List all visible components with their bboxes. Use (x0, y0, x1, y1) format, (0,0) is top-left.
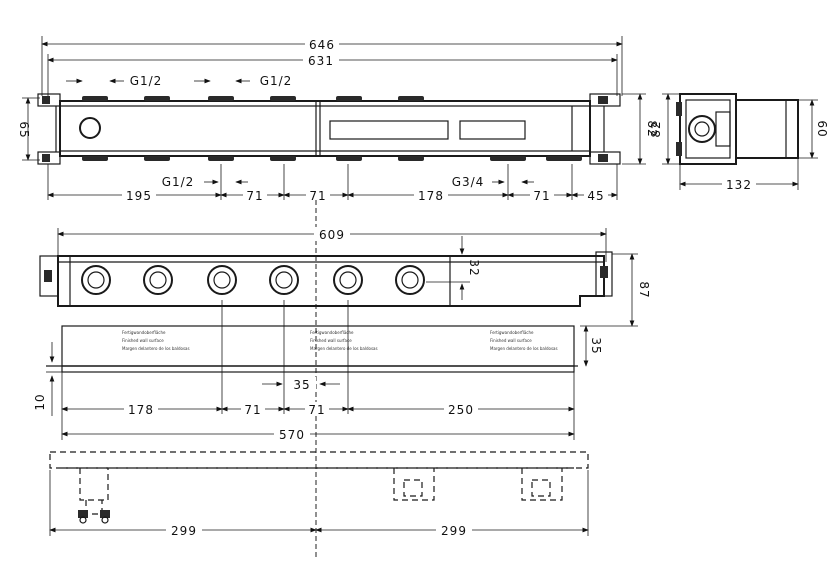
strip-label-3: Margen delantero de los baldosas (122, 346, 190, 351)
dim-32: 32 (467, 259, 481, 276)
strip-label-5: Finished wall surface (310, 338, 352, 343)
strip-label-6: Margen delantero de los baldosas (310, 346, 378, 351)
thread-label-2: G1/2 (260, 74, 293, 88)
dim-82-top: 82 (645, 120, 659, 137)
top-view: 646 631 G1/2 G1/2 65 (17, 36, 659, 203)
dim-71-a: 71 (246, 189, 263, 203)
dim-195: 195 (126, 189, 152, 203)
strip-label-4: Fertigwandoberfläche (310, 330, 354, 335)
dim-35-horizontal: 35 (293, 378, 310, 392)
strip-label-8: Finished wall surface (490, 338, 532, 343)
strip-label-7: Fertigwandoberfläche (490, 330, 534, 335)
side-view: 82 60 132 (649, 93, 829, 192)
dim-609: 609 (319, 228, 345, 242)
dim-178-low: 178 (128, 403, 154, 417)
dim-45: 45 (587, 189, 604, 203)
dim-82-side: 82 (649, 120, 663, 137)
dim-250: 250 (448, 403, 474, 417)
dim-71-low-b: 71 (308, 403, 325, 417)
dim-631: 631 (308, 54, 334, 68)
strip-label-1: Fertigwandoberfläche (122, 330, 166, 335)
thread-label-right: G3/4 (452, 175, 485, 189)
thread-label-bottom: G1/2 (162, 175, 195, 189)
bottom-view: 299 299 (49, 451, 589, 538)
dim-71-low-a: 71 (244, 403, 261, 417)
dim-132: 132 (726, 178, 752, 192)
dim-71-c: 71 (533, 189, 550, 203)
front-view: 609 32 87 Ferti (33, 227, 651, 442)
dim-60: 60 (815, 120, 829, 137)
dim-299-left: 299 (171, 524, 197, 538)
dim-35-right: 35 (589, 337, 603, 354)
dim-299-right: 299 (441, 524, 467, 538)
dim-646: 646 (309, 38, 335, 52)
strip-label-2: Finished wall surface (122, 338, 164, 343)
dim-65: 65 (17, 121, 31, 138)
dim-10: 10 (33, 393, 47, 410)
strip-label-9: Margen delantero de los baldosas (490, 346, 558, 351)
dim-71-b: 71 (309, 189, 326, 203)
dim-570: 570 (279, 428, 305, 442)
dim-87: 87 (637, 281, 651, 298)
dim-178-top: 178 (418, 189, 444, 203)
thread-label-1: G1/2 (130, 74, 163, 88)
